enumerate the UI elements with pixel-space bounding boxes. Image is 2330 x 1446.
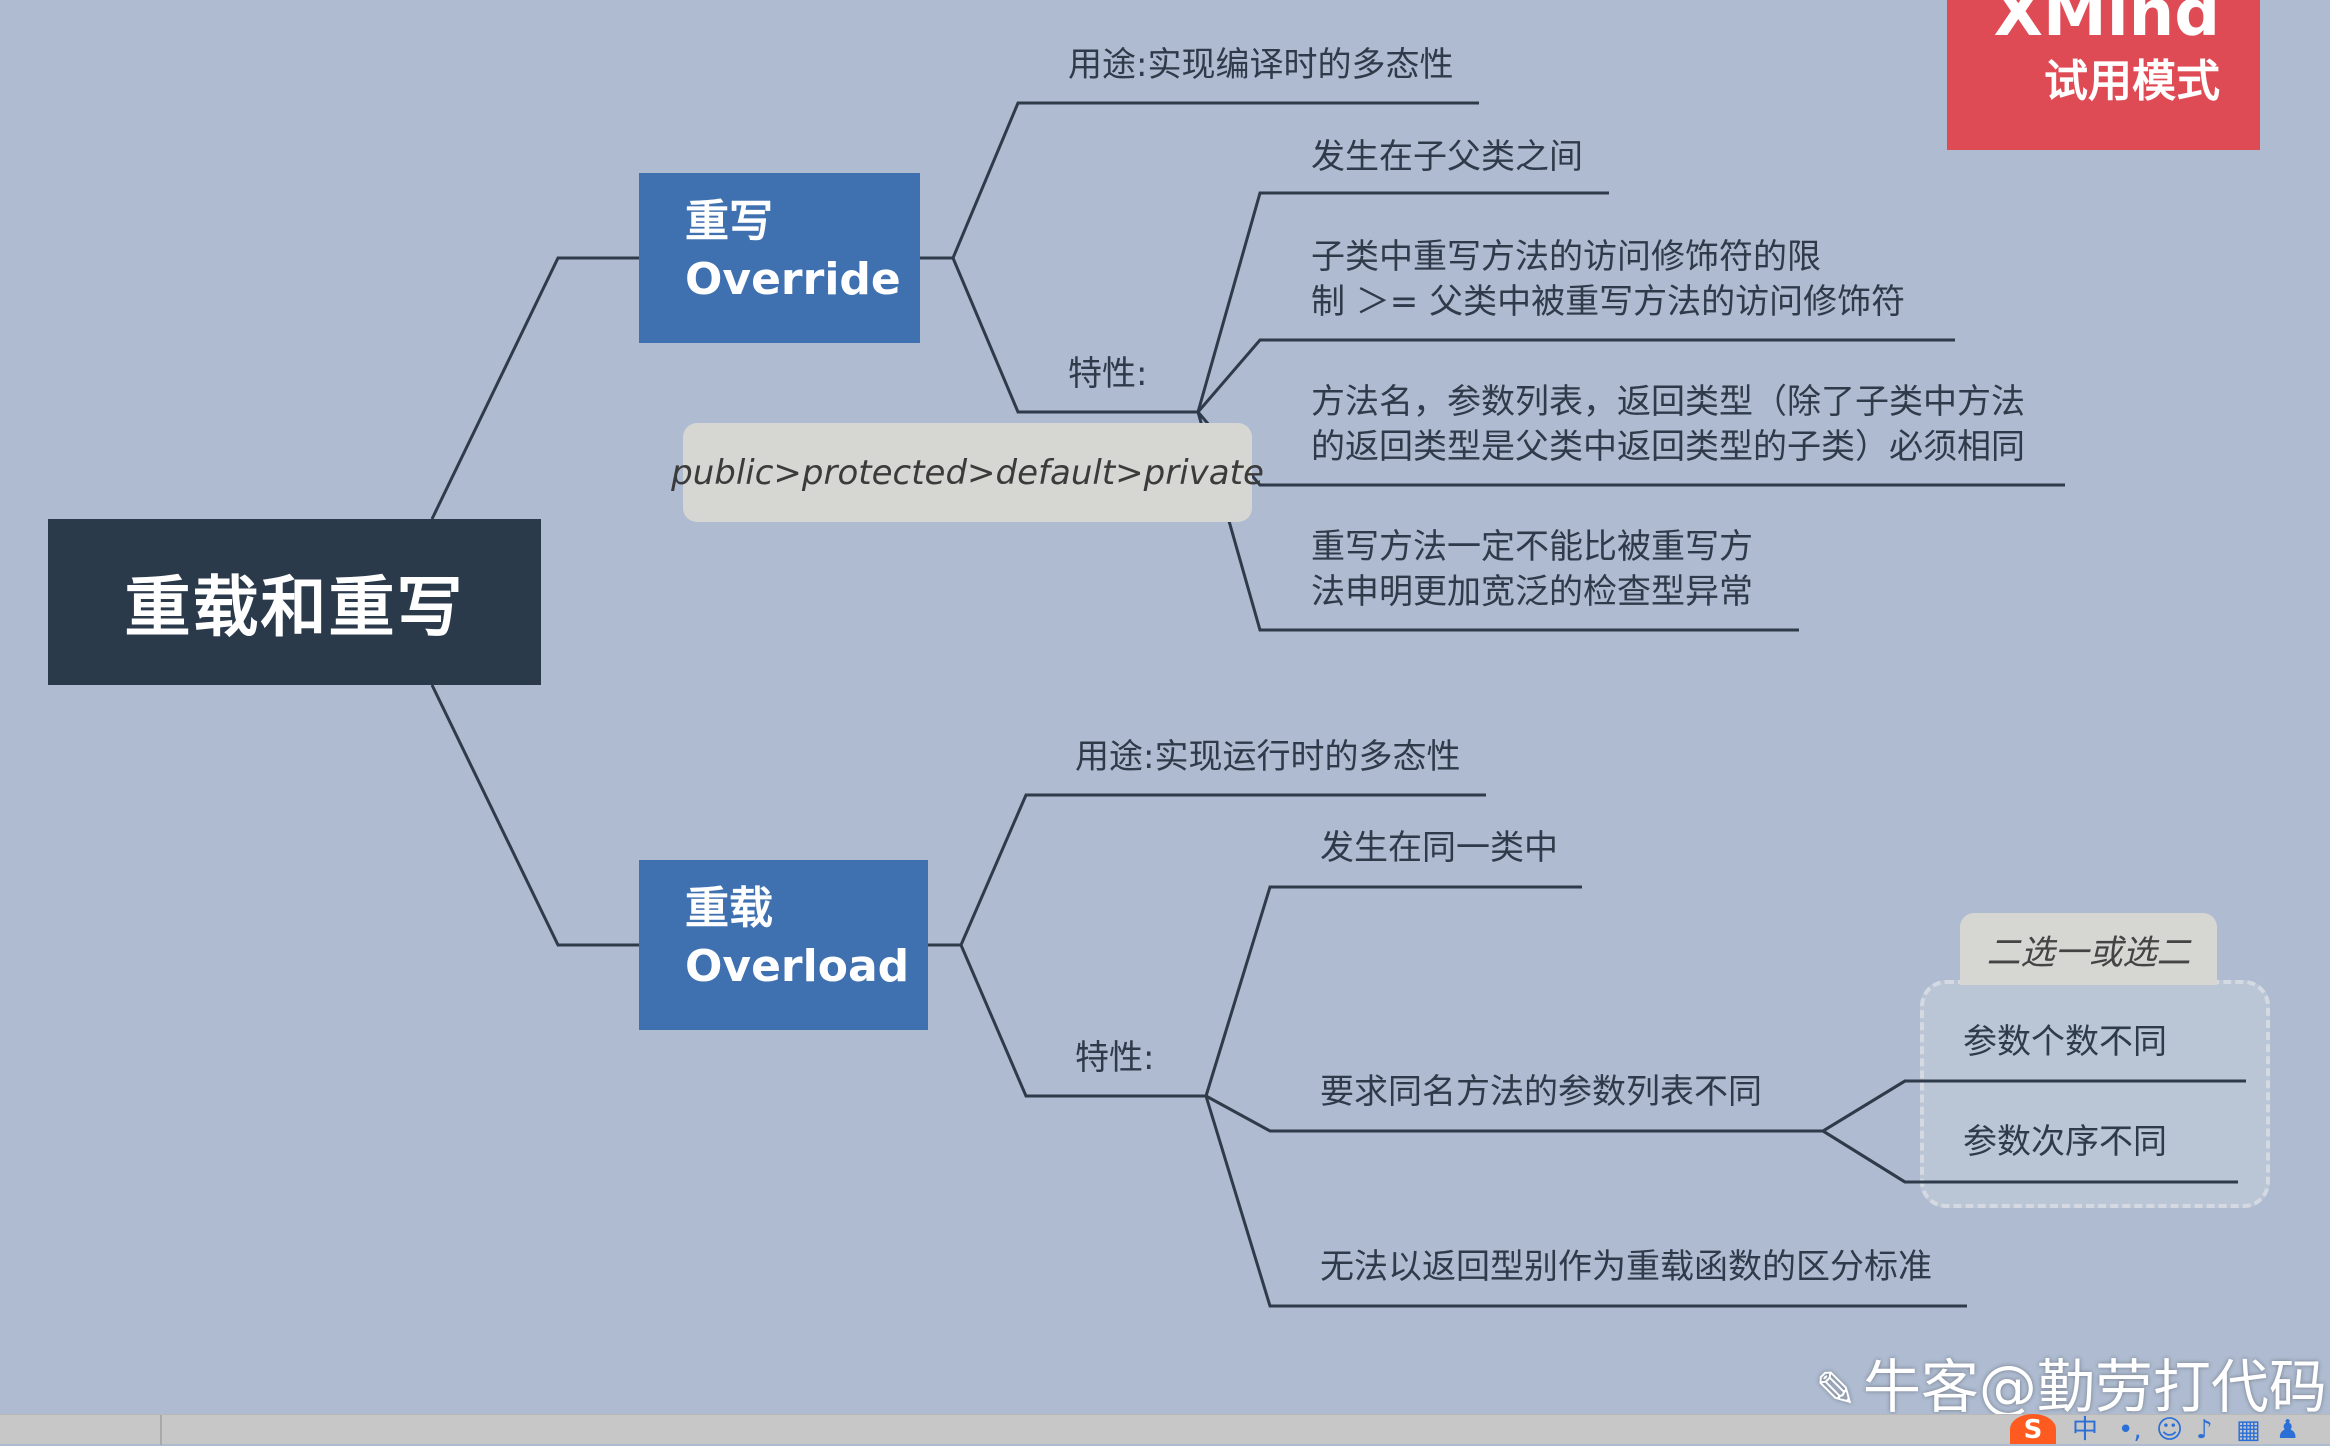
sogou-ime-icon[interactable]: S <box>2010 1414 2056 1445</box>
boundary-label-text: 二选一或选二 <box>1986 932 2191 973</box>
connector-ol-feature-2 <box>1205 1094 1823 1133</box>
connector-ol-feature-3 <box>1204 1095 1967 1308</box>
override-feature-2b[interactable]: 制 ＞= 父类中被重写方法的访问修饰符 <box>1311 282 1906 322</box>
overload-feature-3[interactable]: 无法以返回型别作为重载函数的区分标准 <box>1320 1247 1932 1287</box>
xmind-brand: XMind <box>1993 0 2220 51</box>
floating-topic-label: public>protected>default>private <box>671 452 1264 493</box>
overload-usage[interactable]: 用途:实现运行时的多态性 <box>1075 737 1461 777</box>
overload-title-en: Overload <box>685 941 910 992</box>
connector-feature-2 <box>1196 338 1955 413</box>
overload-features-label[interactable]: 特性: <box>1075 1038 1155 1078</box>
overload-sub-1[interactable]: 参数个数不同 <box>1963 1022 2167 1062</box>
overload-feature-1[interactable]: 发生在同一类中 <box>1320 828 1558 868</box>
override-feature-3b[interactable]: 的返回类型是父类中返回类型的子类）必须相同 <box>1311 427 2025 467</box>
central-topic[interactable]: 重载和重写 <box>48 519 541 685</box>
microphone-icon[interactable]: ♪ <box>2196 1415 2213 1445</box>
connector-override-features <box>920 256 1198 414</box>
override-title-en: Override <box>685 254 901 305</box>
site-watermark-text: 牛客@勤劳打代码 <box>1862 1353 2327 1421</box>
boundary-box[interactable] <box>1920 980 2270 1208</box>
boundary-label[interactable]: 二选一或选二 <box>1960 913 2217 985</box>
site-watermark: ✎牛客@勤劳打代码 <box>1815 1340 2327 1424</box>
overload-feature-2[interactable]: 要求同名方法的参数列表不同 <box>1320 1072 1762 1112</box>
emoji-icon[interactable]: ☺ <box>2156 1415 2184 1445</box>
override-feature-2[interactable]: 子类中重写方法的访问修饰符的限 <box>1311 237 1821 277</box>
connector-feature-1 <box>1196 191 1609 413</box>
taskbar <box>0 1414 2330 1445</box>
override-usage[interactable]: 用途:实现编译时的多态性 <box>1068 45 1454 85</box>
keyboard-icon[interactable]: ▦ <box>2236 1415 2261 1445</box>
connector-overload-features <box>928 943 1206 1098</box>
punctuation-icon[interactable]: •, <box>2118 1415 2142 1445</box>
connector-ol-feature-1 <box>1204 885 1582 1097</box>
user-icon[interactable]: ♟ <box>2276 1415 2300 1445</box>
xmind-trial-mode: 试用模式 <box>2044 56 2220 107</box>
override-feature-1[interactable]: 发生在子父类之间 <box>1311 137 1583 177</box>
overload-sub-2[interactable]: 参数次序不同 <box>1963 1122 2167 1162</box>
override-title-cn: 重写 <box>685 196 773 247</box>
central-topic-label: 重载和重写 <box>124 569 465 646</box>
connector-root-override <box>430 256 639 520</box>
override-features-label[interactable]: 特性: <box>1068 354 1148 394</box>
overload-topic[interactable]: 重载 Overload <box>639 860 928 1030</box>
taskbar-divider <box>160 1415 162 1445</box>
override-topic[interactable]: 重写 Override <box>639 173 920 343</box>
floating-topic-access-order[interactable]: public>protected>default>private <box>671 423 1264 522</box>
xmind-trial-watermark: XMind 试用模式 <box>1947 0 2260 150</box>
ime-mode-indicator[interactable]: 中 <box>2072 1415 2099 1445</box>
override-feature-4[interactable]: 重写方法一定不能比被重写方 <box>1311 527 1753 567</box>
override-feature-4b[interactable]: 法申明更加宽泛的检查型异常 <box>1311 572 1753 612</box>
override-feature-3[interactable]: 方法名，参数列表，返回类型（除了子类中方法 <box>1311 382 2025 422</box>
connector-root-overload <box>430 684 639 947</box>
pencil-icon: ✎ <box>1815 1361 1857 1419</box>
overload-title-cn: 重载 <box>685 883 773 934</box>
